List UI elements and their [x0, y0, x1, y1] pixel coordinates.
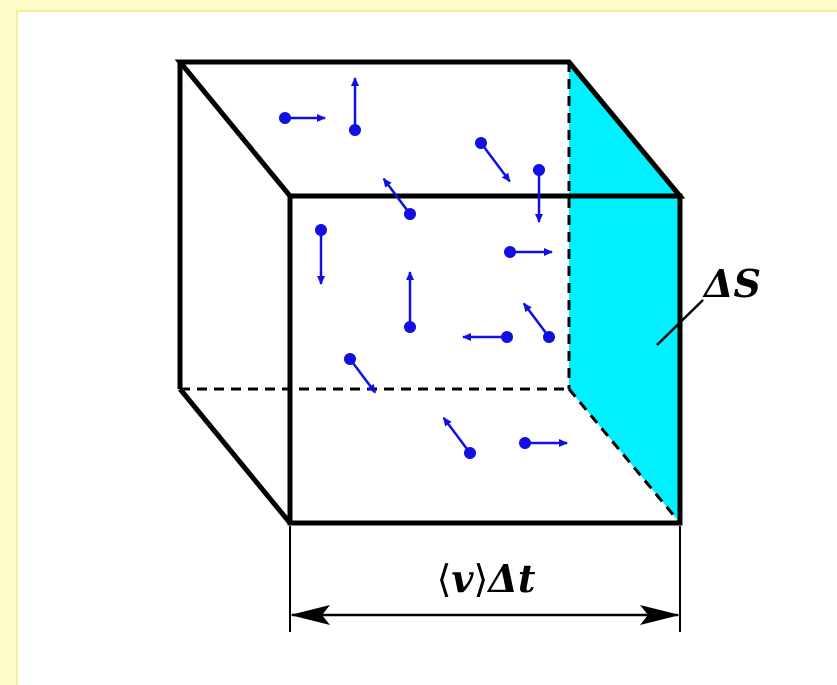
velocity-arrow [479, 142, 511, 183]
area-label: ΔS [702, 261, 761, 306]
cube-edges [174, 59, 686, 526]
diagram-panel [16, 10, 837, 685]
velocity-arrow [442, 416, 472, 454]
bracket-right: ⟩ [474, 557, 489, 601]
molecule [504, 246, 553, 258]
molecule [382, 178, 416, 220]
molecule-dot [279, 112, 291, 124]
molecule [533, 164, 545, 223]
molecule [475, 137, 511, 183]
area-face [569, 62, 680, 523]
molecule-dot [475, 137, 487, 149]
molecule [442, 416, 476, 459]
molecule [404, 271, 416, 333]
molecule-dot [464, 447, 476, 459]
velocity-arrow [382, 178, 412, 215]
molecule-dot [315, 224, 327, 236]
molecule-dot [501, 331, 513, 343]
molecule-dot [344, 353, 356, 365]
bracket-left: ⟨ [437, 557, 452, 601]
molecule [522, 302, 555, 343]
area-leader-line [656, 299, 704, 346]
molecule [519, 437, 568, 449]
molecule-dot [533, 164, 545, 176]
molecule-dot [519, 437, 531, 449]
velocity-arrow [349, 358, 377, 394]
molecule [315, 224, 327, 285]
velocity-arrow [522, 302, 550, 338]
molecules [279, 77, 568, 459]
molecule [349, 77, 361, 136]
molecule-dot [504, 246, 516, 258]
molecule-dot [349, 124, 361, 136]
length-label: ⟨v⟩Δt [437, 556, 536, 601]
length-delta-t: Δt [486, 556, 535, 601]
molecule-dot [404, 321, 416, 333]
molecule [462, 331, 513, 343]
molecule-dot [543, 331, 555, 343]
length-velocity: v [451, 556, 474, 601]
molecule-dot [404, 208, 416, 220]
molecule [279, 112, 326, 124]
molecule [344, 353, 377, 394]
